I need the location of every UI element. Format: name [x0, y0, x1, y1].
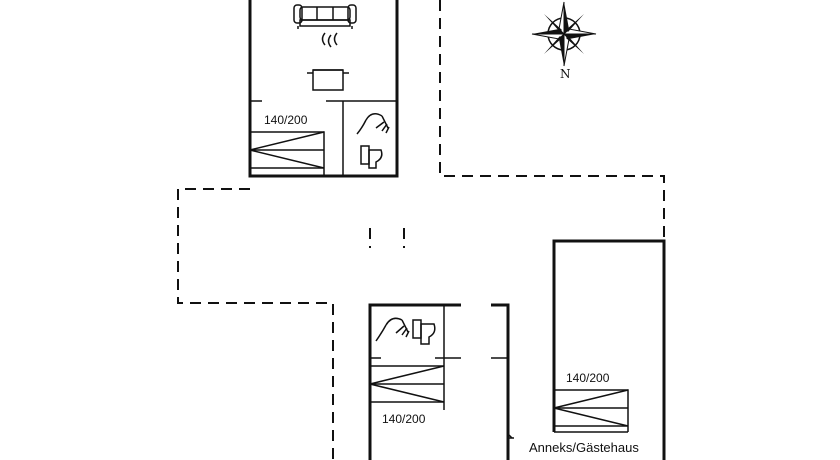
- shower-icon: [356, 113, 390, 135]
- toilet-icon: [360, 145, 383, 169]
- lower-building: [368, 303, 510, 460]
- bed-3: 140/200: [553, 371, 629, 433]
- bed-2-size-label: 140/200: [382, 412, 426, 426]
- compass-rose-icon: N: [531, 1, 597, 81]
- outdoor-area-outline: [177, 0, 665, 460]
- toilet-icon-lower: [412, 319, 436, 345]
- bed-1-size-label: 140/200: [264, 113, 308, 127]
- sofa-icon: [293, 4, 357, 29]
- annex-label: Anneks/Gästehaus: [529, 440, 639, 455]
- bed-3-size-label: 140/200: [566, 371, 610, 385]
- annex-building: [507, 239, 666, 460]
- stove-pot-icon: [307, 32, 349, 91]
- shower-icon-lower: [375, 317, 410, 342]
- bed-1: 140/200: [249, 113, 325, 176]
- compass-north-label: N: [560, 67, 571, 81]
- bed-2: 140/200: [369, 365, 445, 426]
